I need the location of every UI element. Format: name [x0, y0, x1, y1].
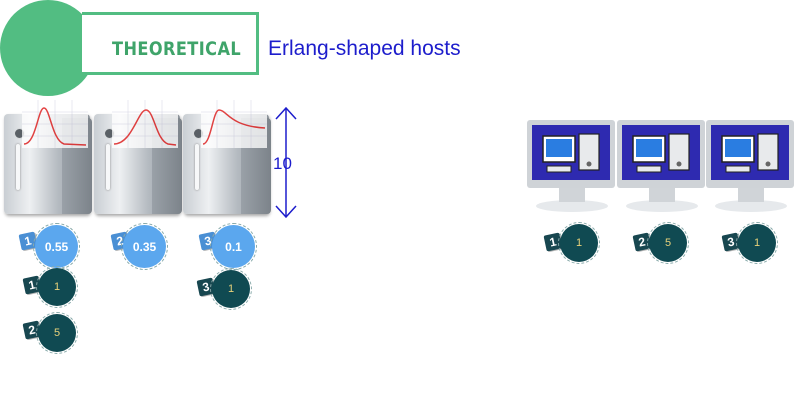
server-1 — [4, 100, 94, 218]
count-badge: 5 — [647, 222, 689, 264]
probability-badge: 0.1 — [210, 223, 257, 270]
count-badge: 1 — [210, 268, 252, 310]
count-badge: 5 — [36, 312, 78, 354]
count-badge: 1 — [736, 222, 778, 264]
header-circle — [0, 0, 96, 96]
label-box — [82, 12, 259, 75]
server-3 — [183, 100, 273, 218]
computer-monitor-icon — [617, 120, 707, 214]
probability-badge: 0.55 — [33, 223, 80, 270]
height-arrow-icon — [275, 106, 297, 219]
theoretical-label: THEORETICAL — [112, 38, 242, 60]
distribution-chart-icon — [201, 100, 267, 148]
computer-monitor-icon — [527, 120, 617, 214]
distribution-chart-icon — [112, 100, 178, 148]
computer-monitor-icon — [706, 120, 796, 214]
server-2 — [94, 100, 184, 218]
height-label: 10 — [273, 154, 292, 173]
page-title: Erlang-shaped hosts — [268, 37, 461, 60]
probability-badge: 0.35 — [121, 223, 168, 270]
count-badge: 1 — [36, 266, 78, 308]
distribution-chart-icon — [22, 100, 88, 148]
count-badge: 1 — [558, 222, 600, 264]
